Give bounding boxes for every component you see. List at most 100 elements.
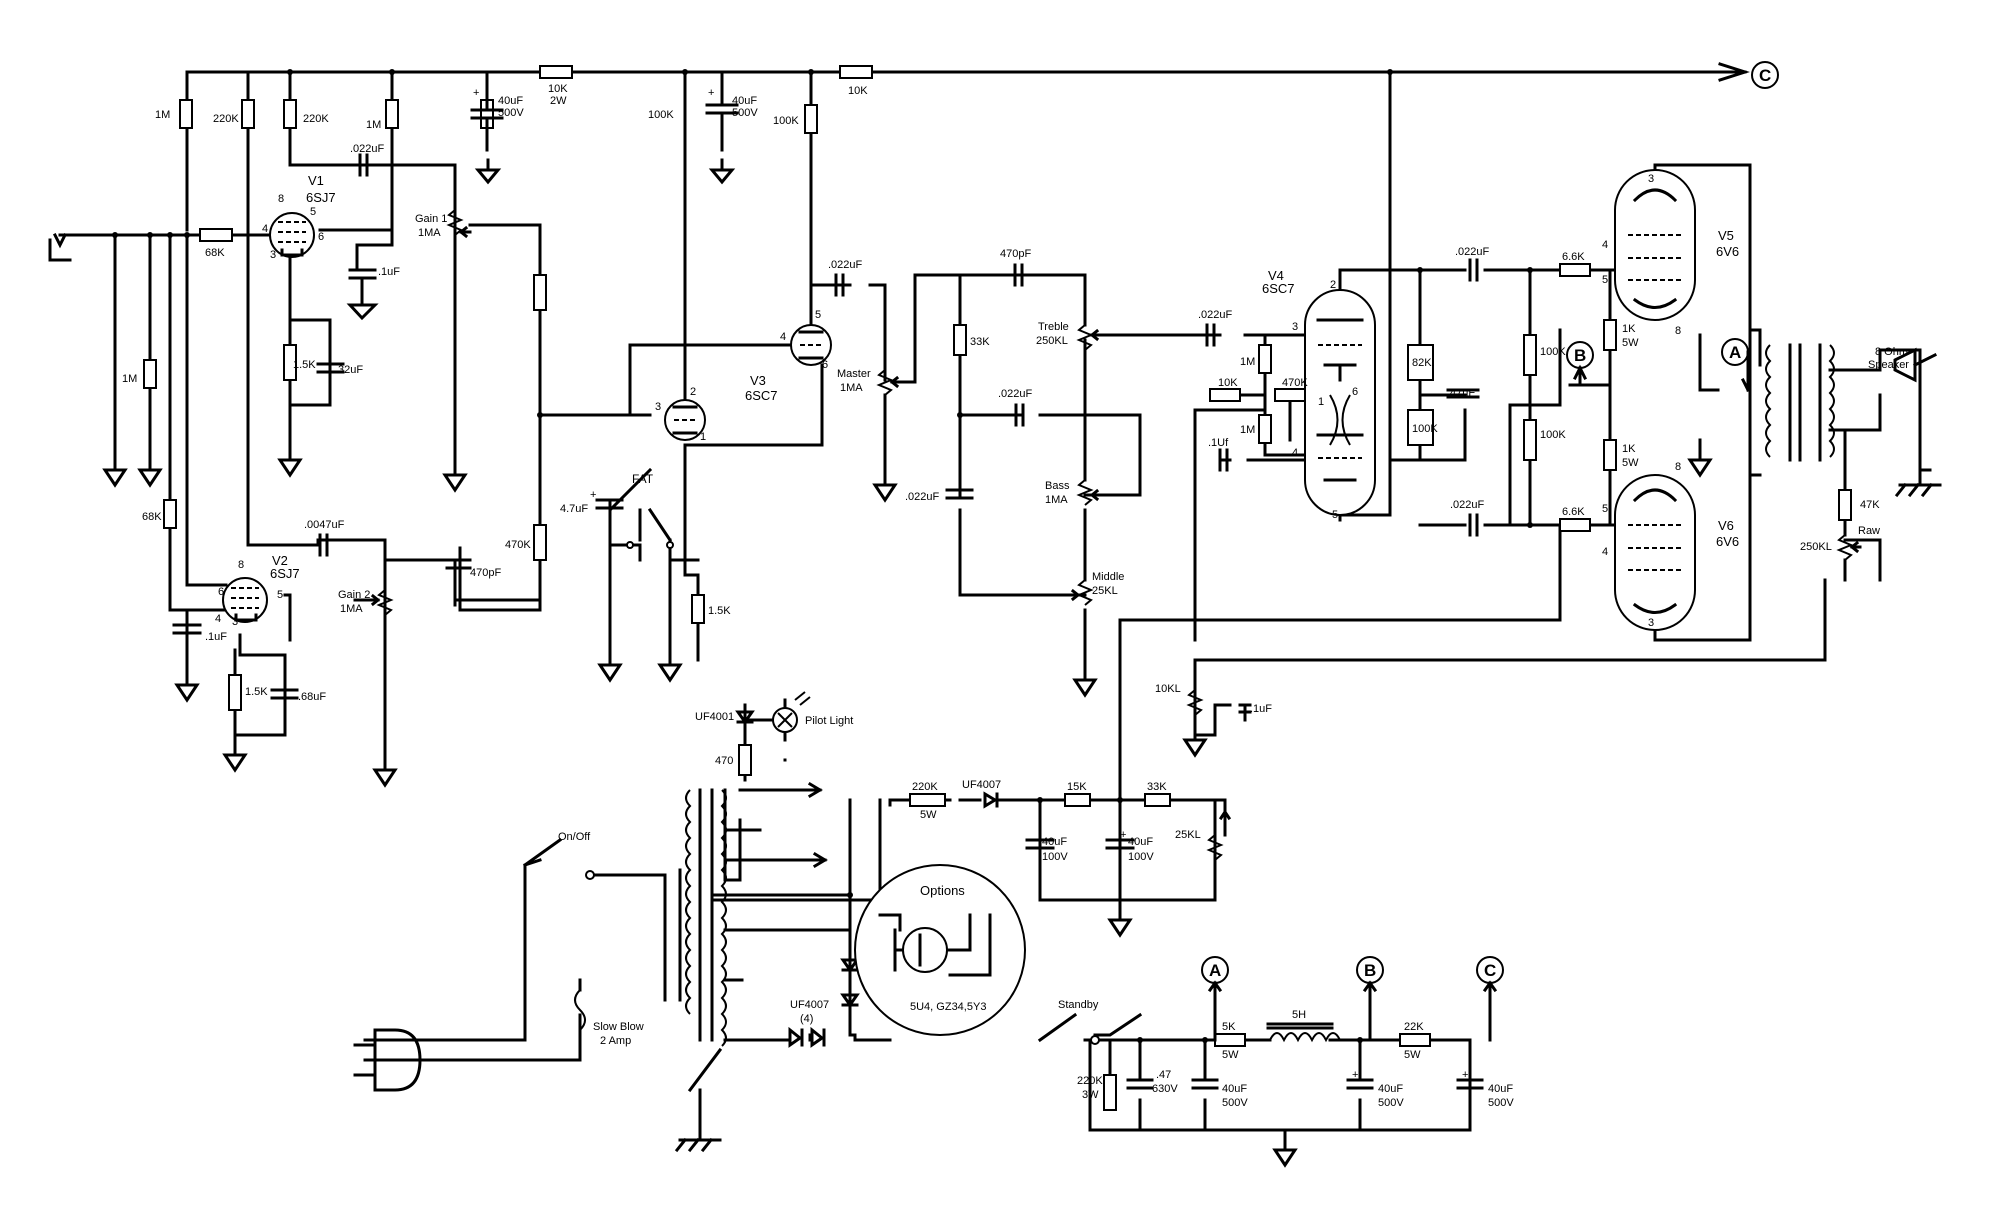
r-label: 1M bbox=[1240, 424, 1255, 436]
c-label: 32uF bbox=[338, 364, 363, 376]
pot-label: Gain 2 bbox=[338, 589, 370, 601]
c-label: 4.7uF bbox=[560, 503, 588, 515]
uf4007-4-label: UF4007 bbox=[790, 999, 829, 1011]
pin-number: 1 bbox=[700, 431, 706, 443]
input-jack[interactable] bbox=[48, 232, 72, 262]
uf4007-4-label: (4) bbox=[800, 1013, 813, 1025]
pin-number: 8 bbox=[1675, 461, 1681, 473]
node-b-label: B bbox=[1364, 961, 1376, 980]
pin-number: 4 bbox=[262, 223, 268, 235]
v3b-tube bbox=[664, 399, 706, 441]
pin-number: 5 bbox=[1332, 509, 1338, 521]
c-label: .022uF bbox=[998, 388, 1033, 400]
pin-number: 5 bbox=[815, 309, 821, 321]
r-label: 470K bbox=[1282, 377, 1308, 389]
resistors bbox=[143, 65, 1852, 1111]
pin-number: 3 bbox=[1648, 173, 1654, 185]
output-transformer bbox=[1765, 344, 1938, 458]
pot-label: 1MA bbox=[340, 603, 363, 615]
middle-pot bbox=[1068, 579, 1094, 606]
r-label: 5W bbox=[1622, 337, 1639, 349]
r-label: 5W bbox=[920, 809, 937, 821]
pot-label: 1MA bbox=[418, 227, 441, 239]
pot-label: 25KL bbox=[1092, 585, 1118, 597]
v1-type: 6SJ7 bbox=[306, 190, 336, 205]
pot-label: Treble bbox=[1038, 321, 1069, 333]
choke-label: 5H bbox=[1292, 1009, 1306, 1021]
labels: V1 6SJ7 V2 6SJ7 V3 6SC7 V4 6SC7 V5 6V6 V… bbox=[122, 66, 1909, 1109]
c-label: 470pF bbox=[470, 567, 501, 579]
r-label: 100K bbox=[648, 109, 674, 121]
r-label: 220K bbox=[912, 781, 938, 793]
standby-switch bbox=[1037, 1012, 1100, 1045]
pot-label: Bass bbox=[1045, 480, 1070, 492]
r-label: 3W bbox=[1082, 1089, 1099, 1101]
c-label: 40uF bbox=[498, 95, 523, 107]
r-label: 33K bbox=[1147, 781, 1167, 793]
bridge-d1 bbox=[840, 958, 860, 973]
pin-number: 1 bbox=[1318, 396, 1324, 408]
pin-number: 2 bbox=[1330, 279, 1336, 291]
c-label: .022uF bbox=[905, 491, 940, 503]
c-label: 500V bbox=[498, 107, 524, 119]
node-c-label: C bbox=[1484, 961, 1496, 980]
c-label: 100V bbox=[1128, 851, 1154, 863]
gain1-pot bbox=[446, 209, 472, 239]
pin-number: 4 bbox=[780, 331, 786, 343]
bias25k-pot bbox=[1206, 809, 1232, 861]
r-label: 1M bbox=[122, 373, 137, 385]
pin-number: 5 bbox=[1602, 274, 1608, 286]
r-label: 68K bbox=[205, 247, 225, 259]
node-c-bot bbox=[1476, 956, 1504, 1002]
diodes bbox=[735, 710, 999, 1048]
node-b-top bbox=[1566, 341, 1594, 387]
fat-switch bbox=[608, 467, 674, 549]
r-label: 100K bbox=[1412, 423, 1438, 435]
r-label: 220K bbox=[1077, 1075, 1103, 1087]
svg-text:+: + bbox=[590, 489, 596, 501]
node-markers bbox=[1201, 61, 1779, 1042]
ac-plug bbox=[353, 1028, 422, 1092]
v5-tube bbox=[1614, 169, 1696, 321]
r-label: 10K bbox=[848, 85, 868, 97]
v6-type: 6V6 bbox=[1716, 534, 1739, 549]
switches[interactable] bbox=[522, 467, 1100, 1045]
c-label: 500V bbox=[1488, 1097, 1514, 1109]
c-label: .47 bbox=[1156, 1069, 1171, 1081]
r-label: 1.5K bbox=[293, 359, 316, 371]
node-a-label: A bbox=[1729, 343, 1741, 362]
r-label: 100K bbox=[1540, 429, 1566, 441]
pin-number: 3 bbox=[1648, 617, 1654, 629]
pilot-light bbox=[772, 691, 811, 733]
c-label: .022uF bbox=[1455, 246, 1490, 258]
r-label: 100K bbox=[1540, 346, 1566, 358]
speaker-label: Speaker bbox=[1868, 359, 1909, 371]
pot-label: Master bbox=[837, 368, 871, 380]
r-label: 1M bbox=[366, 119, 381, 131]
v2-type: 6SJ7 bbox=[270, 566, 300, 581]
pin-number: 3 bbox=[1292, 321, 1298, 333]
pin-number: 5 bbox=[277, 589, 283, 601]
r-label: 220K bbox=[303, 113, 329, 125]
r-label: 5W bbox=[1222, 1049, 1239, 1061]
power-transformer bbox=[685, 781, 828, 1047]
master-pot bbox=[876, 369, 902, 396]
c-label: 40uF bbox=[1222, 1083, 1247, 1095]
svg-text:+: + bbox=[1120, 829, 1126, 841]
choke-5h bbox=[1266, 1022, 1341, 1043]
v2-tube bbox=[222, 577, 268, 623]
r-label: 470K bbox=[505, 539, 531, 551]
r-label: 10K bbox=[1218, 377, 1238, 389]
treble-pot bbox=[1076, 324, 1102, 351]
c-label: 40uF bbox=[1128, 836, 1153, 848]
junctions bbox=[112, 69, 1533, 1043]
c-label: 40uF bbox=[1378, 1083, 1403, 1095]
pin-number: 2 bbox=[690, 386, 696, 398]
c-label: .1uF bbox=[378, 266, 400, 278]
pot-label: 250KL bbox=[1036, 335, 1068, 347]
c-label: 630V bbox=[1152, 1083, 1178, 1095]
r-label: 1K bbox=[1622, 443, 1636, 455]
pin-number: 6 bbox=[218, 586, 224, 598]
v3-type: 6SC7 bbox=[745, 388, 778, 403]
